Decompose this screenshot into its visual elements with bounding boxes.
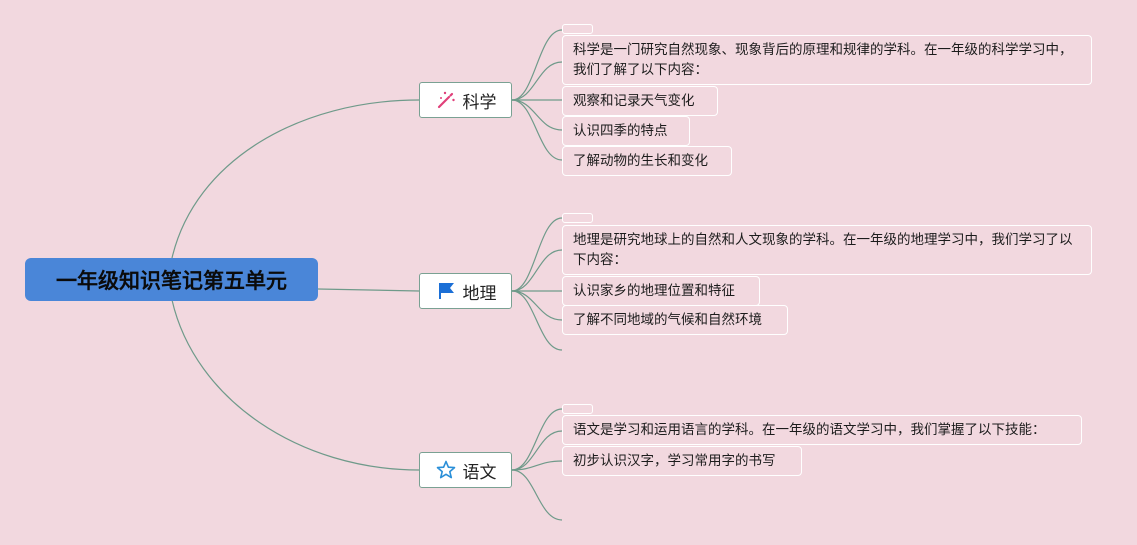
connector-chinese-tail bbox=[511, 469, 563, 521]
connector-root-chinese bbox=[171, 299, 420, 471]
root-topic[interactable]: 一年级知识笔记第五单元 bbox=[25, 258, 318, 301]
branch-chinese-label: 语文 bbox=[462, 462, 497, 483]
leaf-text: 认识家乡的地理位置和特征 bbox=[573, 283, 735, 299]
root-topic-label: 一年级知识笔记第五单元 bbox=[56, 268, 287, 293]
connector-root-science bbox=[171, 99, 420, 259]
leaf-science-weather[interactable]: 观察和记录天气变化 bbox=[562, 86, 718, 116]
connector-root-geography bbox=[317, 288, 420, 292]
connector-chinese-leaf-2 bbox=[511, 460, 563, 471]
leaf-text: 科学是一门研究自然现象、现象背后的原理和规律的学科。在一年级的科学学习中，我们了… bbox=[573, 42, 1073, 78]
connector-geo-stub bbox=[511, 217, 563, 292]
magic-wand-icon bbox=[435, 89, 457, 111]
leaf-geography-climate[interactable]: 了解不同地域的气候和自然环境 bbox=[562, 305, 788, 335]
leaf-text: 语文是学习和运用语言的学科。在一年级的语文学习中，我们掌握了以下技能： bbox=[573, 422, 1046, 438]
connector-science-stub bbox=[511, 29, 563, 101]
leaf-text: 了解不同地域的气候和自然环境 bbox=[573, 312, 762, 328]
leaf-text: 观察和记录天气变化 bbox=[573, 93, 695, 109]
leaf-science-intro[interactable]: 科学是一门研究自然现象、现象背后的原理和规律的学科。在一年级的科学学习中，我们了… bbox=[562, 35, 1092, 85]
branch-geography-label: 地理 bbox=[462, 283, 497, 304]
leaf-science-seasons[interactable]: 认识四季的特点 bbox=[562, 116, 690, 146]
empty-subtopic[interactable] bbox=[562, 213, 593, 223]
connector-geo-tail bbox=[511, 290, 563, 351]
connector-chinese-stub bbox=[511, 408, 563, 471]
branch-chinese[interactable]: 语文 bbox=[419, 452, 512, 488]
connector-geo-leaf-1 bbox=[511, 249, 563, 292]
connector-chinese-leaf-1 bbox=[511, 430, 563, 471]
branch-science-label: 科学 bbox=[462, 92, 497, 113]
connector-geo-leaf-3 bbox=[511, 290, 563, 321]
connector-science-leaf-4 bbox=[511, 99, 563, 161]
leaf-text: 认识四季的特点 bbox=[573, 123, 668, 139]
branch-geography[interactable]: 地理 bbox=[419, 273, 512, 309]
leaf-geography-hometown[interactable]: 认识家乡的地理位置和特征 bbox=[562, 276, 760, 306]
leaf-text: 地理是研究地球上的自然和人文现象的学科。在一年级的地理学习中，我们学习了以下内容… bbox=[573, 232, 1073, 268]
empty-subtopic[interactable] bbox=[562, 404, 593, 414]
leaf-chinese-characters[interactable]: 初步认识汉字，学习常用字的书写 bbox=[562, 446, 802, 476]
leaf-text: 初步认识汉字，学习常用字的书写 bbox=[573, 453, 776, 469]
leaf-text: 了解动物的生长和变化 bbox=[573, 153, 708, 169]
connector-science-leaf-1 bbox=[511, 61, 563, 101]
leaf-chinese-intro[interactable]: 语文是学习和运用语言的学科。在一年级的语文学习中，我们掌握了以下技能： bbox=[562, 415, 1082, 445]
star-icon bbox=[435, 459, 457, 481]
leaf-science-animals[interactable]: 了解动物的生长和变化 bbox=[562, 146, 732, 176]
leaf-geography-intro[interactable]: 地理是研究地球上的自然和人文现象的学科。在一年级的地理学习中，我们学习了以下内容… bbox=[562, 225, 1092, 275]
empty-subtopic[interactable] bbox=[562, 24, 593, 34]
branch-science[interactable]: 科学 bbox=[419, 82, 512, 118]
connector-science-leaf-3 bbox=[511, 99, 563, 131]
flag-icon bbox=[435, 280, 457, 302]
